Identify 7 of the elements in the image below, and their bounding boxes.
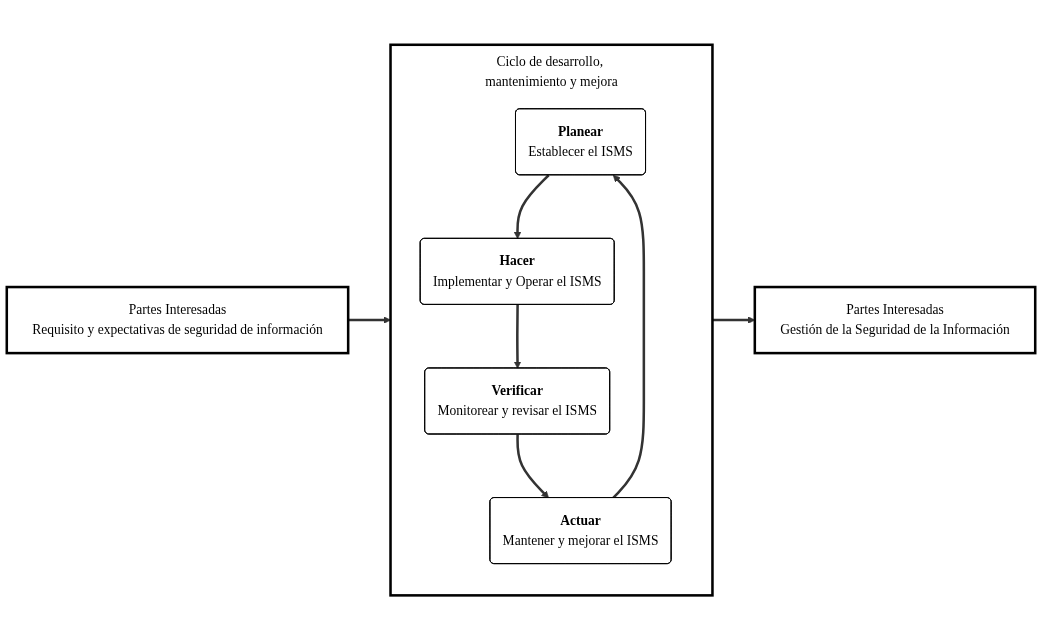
- arrow: [516, 434, 549, 499]
- arrow: [513, 304, 522, 369]
- arrow: [513, 174, 550, 239]
- arrow: [612, 174, 646, 499]
- node-box: Partes Interesadas Requisito y expectativas de seguridad de información: [5, 285, 350, 355]
- arrow: [348, 316, 391, 324]
- node-box: Partes Interesadas Gestión de la Seguridad de la Información: [753, 285, 1037, 355]
